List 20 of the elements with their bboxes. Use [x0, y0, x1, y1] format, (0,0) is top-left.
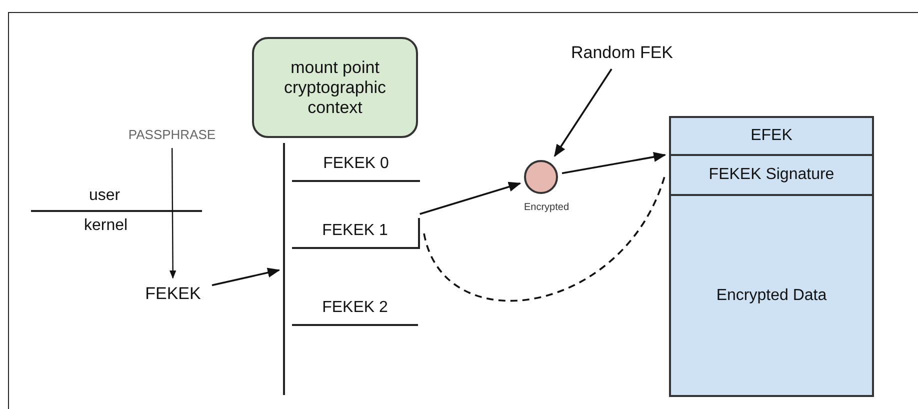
arrow [212, 268, 280, 286]
arrow [420, 182, 522, 215]
header-field: EFEK [669, 116, 874, 156]
arrow [170, 148, 176, 279]
caption-text: Encrypted [524, 202, 570, 213]
key-label: FEKEK [138, 282, 208, 306]
header-field: FEKEK Signature [669, 154, 874, 196]
arrow [554, 68, 612, 158]
context-box: mount point cryptographic context [252, 37, 418, 138]
key-label: Random FEK [560, 41, 684, 65]
region-label: user [89, 187, 120, 205]
data-block: Encrypted Data [669, 194, 874, 397]
dashed-connector [423, 174, 666, 302]
circle-node [524, 160, 558, 194]
region-label: kernel [84, 217, 128, 235]
key-slot: FEKEK 0 [292, 150, 420, 182]
arrow [562, 152, 666, 174]
key-slot: FEKEK 1 [292, 218, 420, 249]
input-label: PASSPHRASE [112, 124, 232, 144]
key-slot: FEKEK 2 [292, 294, 418, 326]
